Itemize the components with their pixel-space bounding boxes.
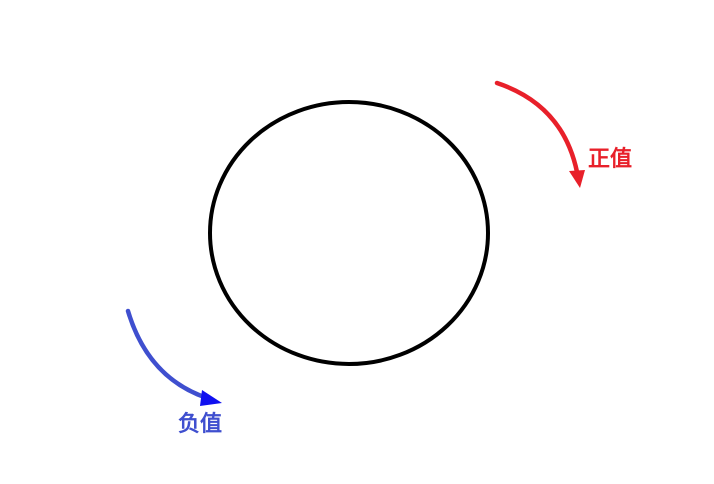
positive-arrow-head (569, 170, 585, 188)
positive-arrow-shaft (494, 80, 580, 175)
circle (208, 100, 490, 366)
positive-label: 正值 (588, 146, 632, 172)
positive-arrow (494, 80, 585, 188)
negative-arrow (125, 308, 222, 406)
negative-label: 负值 (178, 411, 222, 437)
negative-arrow-shaft (125, 308, 210, 401)
negative-arrow-head (200, 390, 222, 406)
